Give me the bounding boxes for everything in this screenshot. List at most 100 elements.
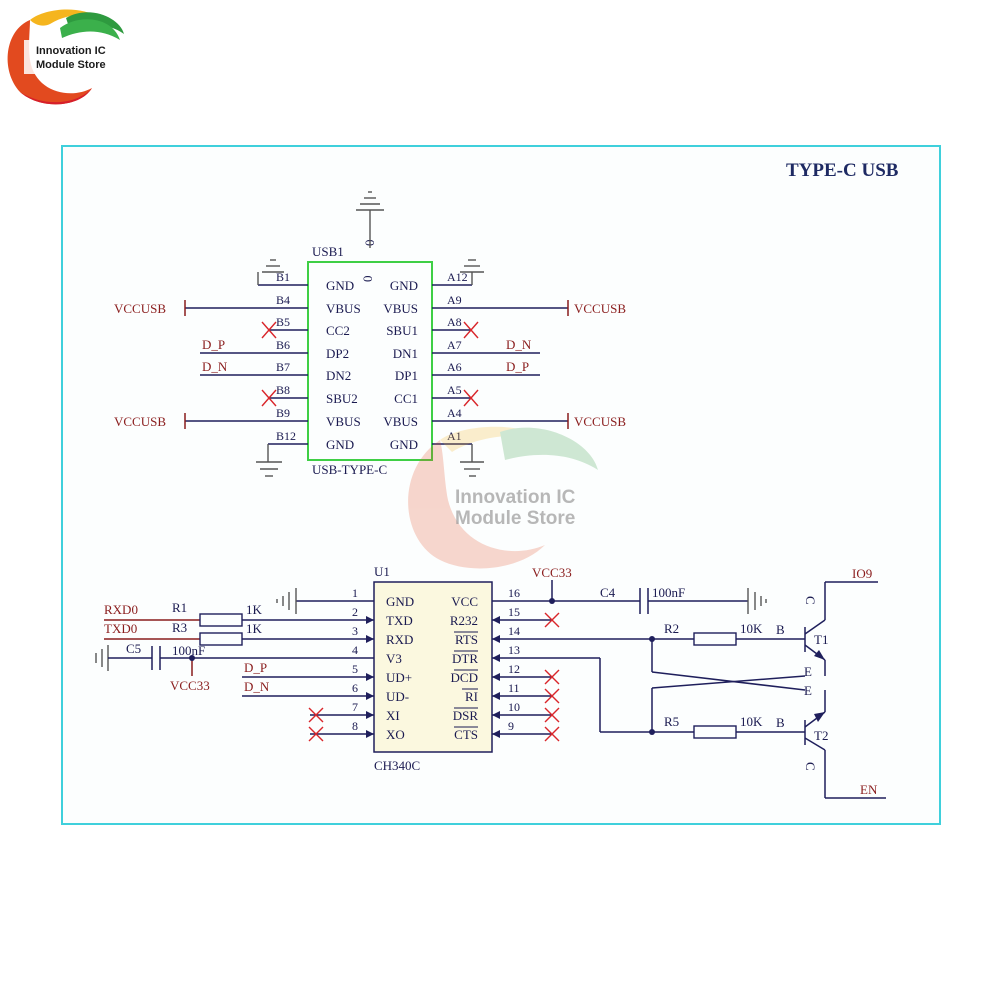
connector-pin-number: A1: [447, 429, 462, 443]
r1-ref: R1: [172, 600, 187, 615]
t1-collector-label: C: [803, 596, 818, 605]
net-label-rxd0: RXD0: [104, 602, 138, 617]
t2-emitter-label: E: [804, 683, 812, 698]
ch340c-ic: U1 CH340C: [95, 564, 767, 773]
t2-base-label: B: [776, 715, 785, 730]
ic-pin-name: RXD: [386, 632, 413, 647]
ic-pin-name: CTS: [454, 727, 478, 742]
resistor-r3: TXD0 R3 1K: [104, 620, 300, 646]
t1-emitter-label: E: [804, 664, 812, 679]
c4-value: 100nF: [652, 585, 685, 600]
connector-pin-number: A6: [447, 360, 462, 374]
ground-symbol: [256, 444, 282, 477]
connector-right-pins: A12GNDA9VBUSA8SBU1A7DN1A6DP1A5CC1A4VBUSA…: [383, 270, 467, 452]
ic-pin-number: 15: [508, 605, 520, 619]
ic-pin-number: 6: [352, 681, 358, 695]
connector-pin-number: B1: [276, 270, 290, 284]
c5-value: 100nF: [172, 643, 205, 658]
capacitor-c5: C5 100nF VCC33: [95, 641, 210, 693]
net-label-vcc33: VCC33: [532, 565, 572, 580]
net-label-io9: IO9: [852, 566, 872, 581]
ic-pin-name: TXD: [386, 613, 413, 628]
ic-pin-number: 10: [508, 700, 520, 714]
no-connect-marker: [261, 321, 479, 407]
c5-ref: C5: [126, 641, 141, 656]
ic-pin-number: 12: [508, 662, 520, 676]
resistor-r2: R2 10K: [664, 621, 763, 646]
ic-pin-number: 7: [352, 700, 358, 714]
logo-line2: Module Store: [36, 59, 106, 71]
ic-body: [373, 581, 493, 753]
ground-symbol: [276, 588, 297, 614]
connector-pin-name: VBUS: [383, 414, 418, 429]
net-label-vccusb: VCCUSB: [574, 414, 626, 429]
connector-pin-name: VBUS: [326, 414, 361, 429]
ground-symbol: [747, 588, 767, 614]
ic-pin-number: 9: [508, 719, 514, 733]
ic-pin-name: UD+: [386, 670, 412, 685]
ground-symbol: [460, 259, 484, 285]
ic-pin-name: XO: [386, 727, 405, 742]
connector-ref: USB1: [312, 244, 344, 259]
net-label-d-p: D_P: [244, 660, 267, 675]
r1-value: 1K: [246, 602, 263, 617]
ic-part: CH340C: [374, 758, 420, 773]
connector-pin-number: B12: [276, 429, 296, 443]
ic-pin-number: 16: [508, 586, 520, 600]
connector-left-pins: B1GNDB4VBUSB5CC2B6DP2B7DN2B8SBU2B9VBUSB1…: [276, 270, 361, 452]
ic-pin-name: XI: [386, 708, 400, 723]
ic-pin-number: 5: [352, 662, 358, 676]
net-label-d-n: D_N: [244, 679, 270, 694]
connector-body: [307, 261, 433, 461]
ic-pin-name: V3: [386, 651, 402, 666]
net-label-vcc33: VCC33: [170, 678, 210, 693]
connector-pin-number: B6: [276, 338, 290, 352]
connector-pin-number: A8: [447, 315, 462, 329]
ic-pin-number: 8: [352, 719, 358, 733]
ic-pin-name: DSR: [453, 708, 479, 723]
connector-pin-name: DN1: [393, 346, 418, 361]
net-label-en: EN: [860, 782, 878, 797]
ic-pin-name: UD-: [386, 689, 409, 704]
r2-ref: R2: [664, 621, 679, 636]
r3-ref: R3: [172, 620, 187, 635]
resistor-r1: RXD0 R1 1K: [104, 600, 300, 627]
connector-pin-number: A9: [447, 293, 462, 307]
ic-pin-name: DTR: [452, 651, 478, 666]
connector-pin-name: CC1: [394, 391, 418, 406]
connector-pin-name: GND: [390, 437, 418, 452]
net-label-txd0: TXD0: [104, 621, 137, 636]
connector-part: USB-TYPE-C: [312, 462, 387, 477]
store-logo: Innovation IC Module Store: [7, 9, 126, 105]
ic-pin-name: DCD: [451, 670, 478, 685]
r2-value: 10K: [740, 621, 763, 636]
connector-pin-number: B5: [276, 315, 290, 329]
r5-value: 10K: [740, 714, 763, 729]
ground-symbol: [257, 259, 284, 285]
no-connect-marker: [308, 612, 560, 742]
logo-line1: Innovation IC: [36, 45, 106, 57]
connector-pin-name: GND: [390, 278, 418, 293]
t1-ref: T1: [814, 632, 828, 647]
ic-pin-number: 14: [508, 624, 520, 638]
connector-pin-name: VBUS: [383, 301, 418, 316]
connector-pin-name: SBU2: [326, 391, 358, 406]
net-label-d-n: D_N: [506, 337, 532, 352]
ic-ref: U1: [374, 564, 390, 579]
connector-zero-b: 0: [360, 276, 375, 283]
ic-pin-number: 3: [352, 624, 358, 638]
ic-pin-number: 2: [352, 605, 358, 619]
net-label-d-n: D_N: [202, 359, 228, 374]
net-label-vccusb: VCCUSB: [114, 301, 166, 316]
connector-pin-name: GND: [326, 437, 354, 452]
ic-pin-number: 1: [352, 586, 358, 600]
resistor-r5: R5 10K: [664, 714, 763, 739]
connector-pin-name: DN2: [326, 368, 351, 383]
connector-pin-number: B7: [276, 360, 290, 374]
ic-pin-number: 4: [352, 643, 358, 657]
ic-pin-name: RI: [465, 689, 478, 704]
connector-pin-number: B9: [276, 406, 290, 420]
connector-pin-name: DP2: [326, 346, 349, 361]
